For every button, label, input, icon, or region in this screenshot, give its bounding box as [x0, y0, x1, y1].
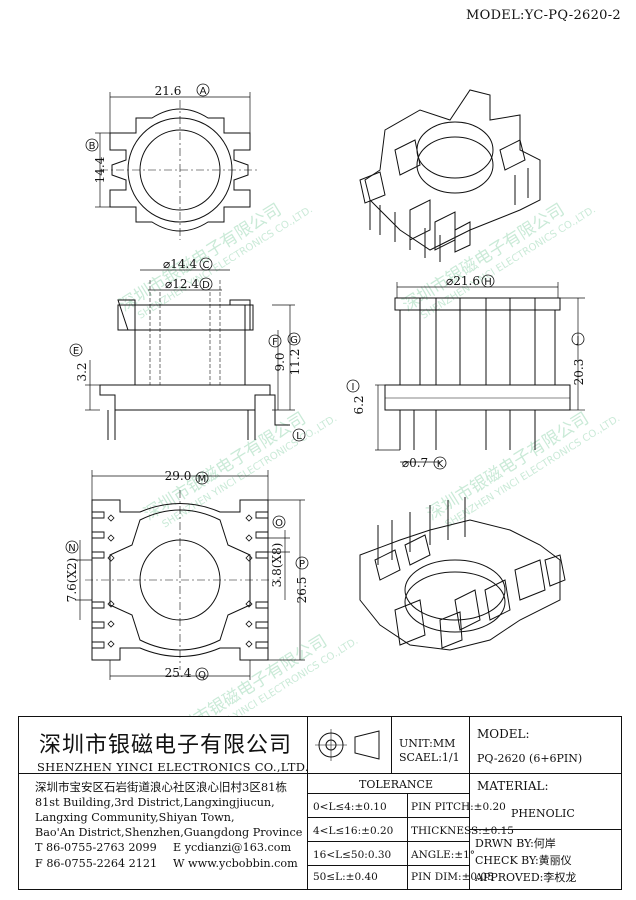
website: W www.ycbobbin.com: [173, 857, 298, 870]
front-view: [69, 257, 306, 442]
dim-front-e: 3.2: [75, 362, 89, 381]
ref-d: D: [202, 280, 210, 291]
dim-bottom-p1: 3.8(X8): [270, 543, 284, 588]
scale-label: SCAEL:1/1: [399, 751, 460, 764]
ref-k: K: [437, 459, 444, 470]
ref-q: Q: [198, 670, 206, 681]
title-block: 深圳市银磁电子有限公司 SHENZHEN YINCI ELECTRONICS C…: [18, 716, 622, 890]
tolerance-right-4: PIN DIM:±0.05: [411, 871, 494, 883]
ref-c: C: [203, 260, 210, 271]
watermark-cn: 深圳市银磁电子有限公司: [116, 200, 285, 316]
side-view: [346, 274, 585, 470]
tolerance-title: TOLERANCE: [359, 778, 433, 791]
address-line-1: 深圳市宝安区石岩街道浪心社区浪心旧村3区81栋: [35, 780, 287, 794]
unit-label: UNIT:MM: [399, 737, 456, 750]
model-value: PQ-2620 (6+6PIN): [477, 752, 583, 765]
dim-front-g: 11.2: [288, 349, 302, 376]
fax: F 86-0755-2264 2121: [35, 857, 158, 870]
ref-p: P: [299, 559, 305, 570]
model-header: MODEL:YC-PQ-2620-2: [466, 8, 622, 23]
tolerance-left-1: 0<L≤4:±0.10: [313, 801, 387, 813]
dim-side-h: ⌀21.6: [446, 274, 480, 288]
ref-g: G: [290, 335, 298, 346]
dim-side-i: 6.2: [352, 395, 366, 414]
top-view: [85, 83, 260, 240]
watermark-cn: 深圳市银磁电子有限公司: [423, 409, 592, 525]
dim-bottom-n: 7.6(X2): [65, 558, 79, 603]
technical-drawing: 深圳市银磁电子有限公司 SHENZHEN YINCI ELECTRONICS C…: [65, 83, 623, 716]
tolerance-right-3: ANGLE:±1°: [411, 849, 476, 861]
address-line-3: Langxing Community,Shiyan Town,: [35, 811, 235, 824]
ref-a: A: [200, 86, 207, 97]
material-value: PHENOLIC: [511, 807, 575, 820]
company-name-cn: 深圳市银磁电子有限公司: [39, 733, 293, 758]
projection-symbol-icon: [315, 729, 380, 761]
dim-top-height: 14.4: [93, 156, 107, 183]
ref-o: O: [275, 518, 283, 529]
dim-bottom-q: 25.4: [165, 666, 192, 680]
material-label: MATERIAL:: [477, 779, 549, 793]
bottom-view: [65, 470, 309, 681]
ref-l: L: [296, 431, 302, 442]
email: E ycdianzi@163.com: [173, 841, 292, 854]
tel: T 86-0755-2763 2099: [35, 841, 157, 854]
address-line-4: Bao'An District,Shenzhen,Guangdong Provi…: [35, 826, 303, 839]
dim-side-j: 20.3: [572, 359, 586, 386]
ref-h: H: [484, 277, 492, 288]
ref-j: J: [576, 335, 580, 346]
company-name-en: SHENZHEN YINCI ELECTRONICS CO.,LTD.: [37, 760, 309, 774]
ref-b: B: [89, 141, 96, 152]
dim-front-d1: ⌀14.4: [163, 257, 197, 271]
isometric-view-top: [359, 89, 541, 262]
dim-bottom-p2: 26.5: [295, 577, 309, 604]
ref-m: M: [198, 474, 207, 485]
dim-bottom-m: 29.0: [165, 469, 192, 483]
drawn-by: DRWN BY:何岸: [475, 837, 556, 850]
ref-n: N: [68, 543, 75, 554]
ref-f: F: [272, 337, 278, 348]
approved-by: APPROVED:李权龙: [475, 871, 577, 884]
dim-top-width: 21.6: [155, 84, 182, 98]
checked-by: CHECK BY:黄丽仪: [475, 854, 572, 867]
dim-side-k: ⌀0.7: [402, 456, 428, 470]
tolerance-left-4: 50≤L:±0.40: [313, 871, 378, 883]
tolerance-right-1: PIN PITCH:±0.20: [411, 801, 506, 813]
tolerance-left-2: 4<L≤16:±0.20: [313, 825, 394, 837]
watermark-cn: 深圳市银磁电子有限公司: [140, 409, 309, 525]
isometric-view-bottom: [359, 497, 566, 651]
ref-i: I: [352, 382, 355, 393]
watermark-en: SHENZHEN YINCI ELECTRONICS CO.,LTD.: [419, 204, 598, 321]
address-line-2: 81st Building,3rd District,Langxingjiucu…: [35, 796, 275, 809]
dim-front-f: 9.0: [273, 352, 287, 371]
tolerance-right-2: THICKNESS:±0.15: [411, 825, 514, 837]
model-label: MODEL:: [477, 727, 530, 741]
watermark-en: SHENZHEN YINCI ELECTRONICS CO.,LTD.: [444, 413, 623, 530]
dim-front-d2: ⌀12.4: [165, 277, 199, 291]
watermark-cn: 深圳市银磁电子有限公司: [399, 200, 568, 316]
ref-e: E: [73, 346, 79, 357]
tolerance-left-3: 16<L≤50:0.30: [313, 849, 392, 861]
